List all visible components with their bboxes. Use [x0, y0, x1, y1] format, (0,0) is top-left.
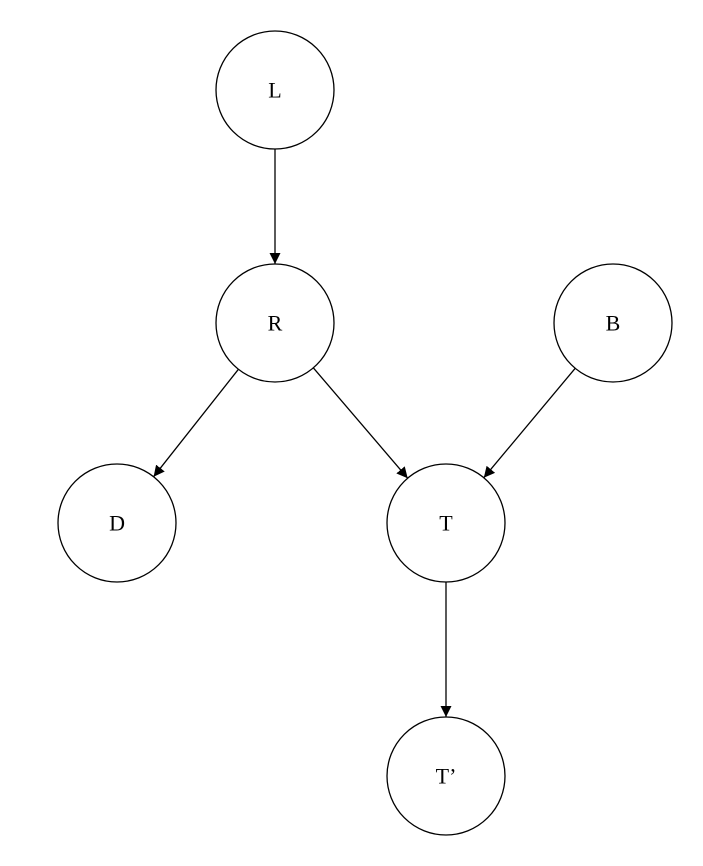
node-l-label: L: [268, 78, 281, 103]
node-b-label: B: [606, 311, 621, 336]
node-l: L: [215, 30, 335, 150]
edge-b-to-t: [483, 367, 576, 479]
node-t: T: [386, 463, 506, 583]
node-d: D: [57, 463, 177, 583]
node-b: B: [553, 263, 673, 383]
node-r-label: R: [268, 311, 283, 336]
node-t-prime: T’: [386, 716, 506, 836]
node-r: R: [215, 263, 335, 383]
node-t-label: T: [439, 511, 453, 536]
node-t-prime-label: T’: [436, 764, 457, 789]
edge-r-to-d: [153, 368, 239, 478]
edges: [153, 149, 576, 717]
edge-r-to-t: [312, 367, 409, 479]
node-d-label: D: [109, 511, 125, 536]
